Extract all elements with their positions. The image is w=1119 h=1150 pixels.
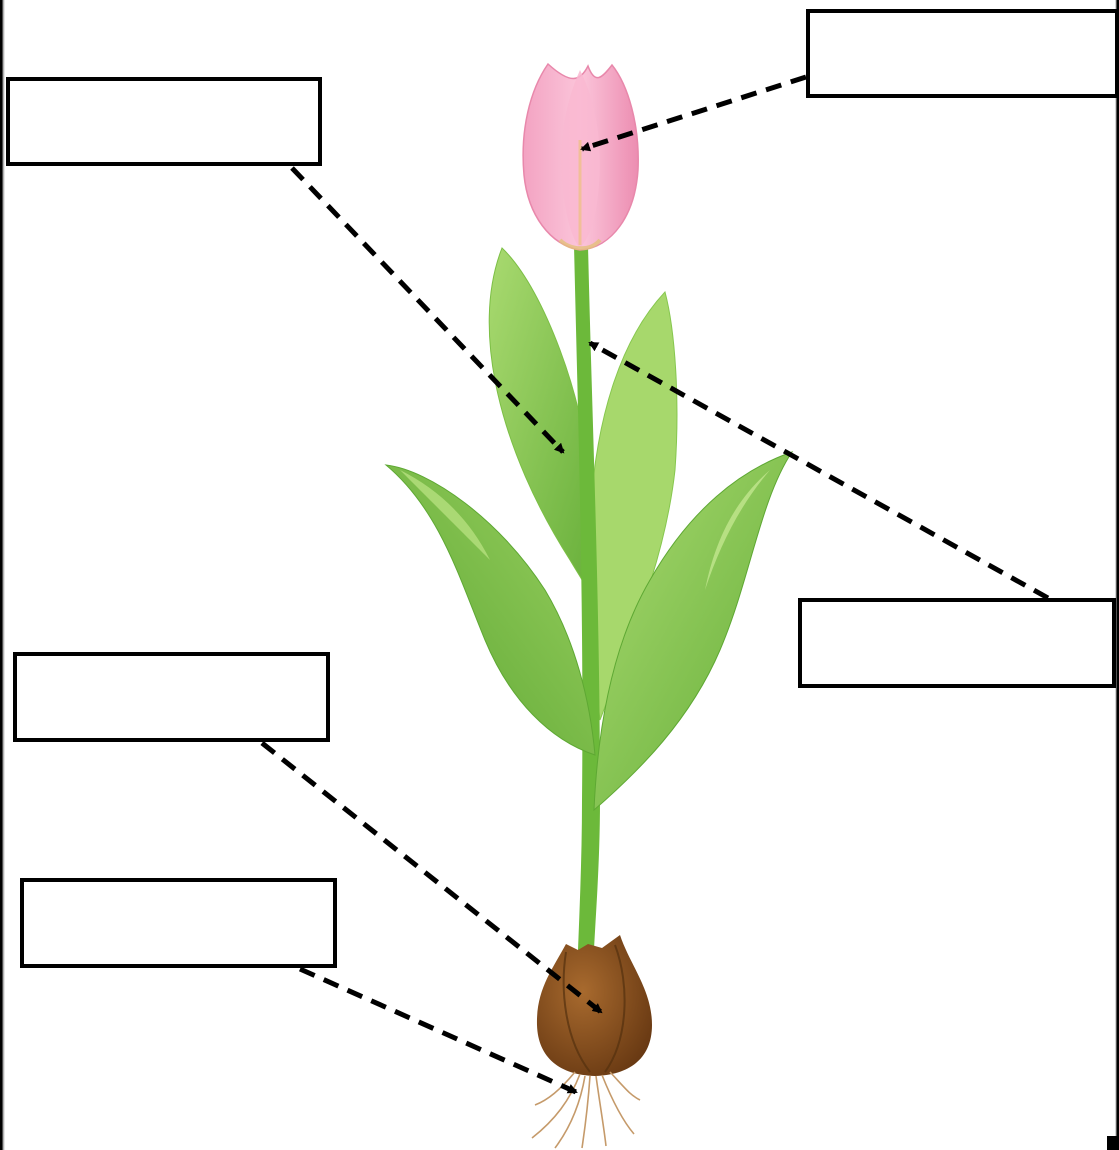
connector-bulb xyxy=(260,741,603,1014)
connector-leaf xyxy=(290,166,565,454)
tulip-flower xyxy=(522,62,639,251)
connector-roots xyxy=(298,966,578,1095)
label-box-flower[interactable] xyxy=(806,9,1119,98)
label-box-roots[interactable] xyxy=(20,878,337,968)
label-box-bulb[interactable] xyxy=(13,652,330,742)
connector-stem xyxy=(588,340,1050,601)
leaf-lower-left xyxy=(384,464,596,756)
page-border-left xyxy=(0,0,5,1150)
label-box-stem[interactable] xyxy=(798,598,1116,688)
leaf-lower-right xyxy=(593,451,794,812)
leaf-lower-left-highlight xyxy=(400,470,490,560)
label-box-leaf[interactable] xyxy=(6,77,322,166)
stem-shape xyxy=(574,245,600,950)
connector-flower xyxy=(580,74,807,152)
page-corner-mark xyxy=(1107,1136,1119,1150)
tulip-roots xyxy=(531,1071,641,1149)
page-border-right xyxy=(1115,0,1119,1150)
leaf-upper-right xyxy=(589,290,678,721)
